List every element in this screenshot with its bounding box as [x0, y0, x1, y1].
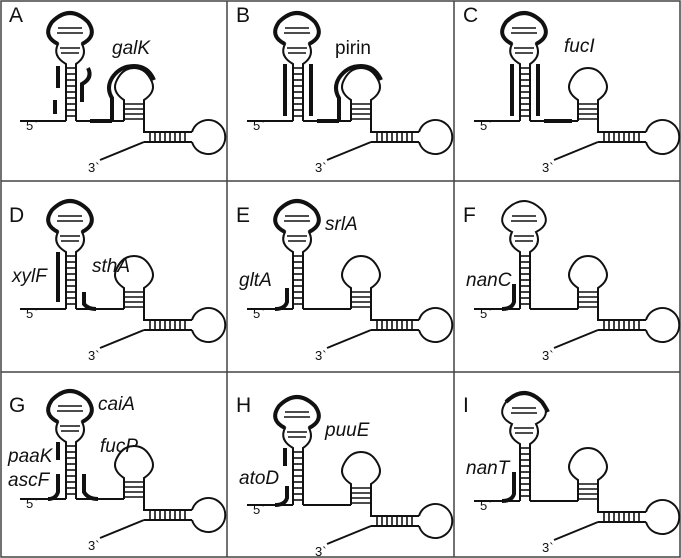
panel-g: G caiA fucP paaK ascF 5` 3`	[7, 389, 227, 553]
five-prime-label: 5`	[480, 306, 492, 321]
gene-label-galk: galK	[112, 38, 151, 59]
three-prime-label: 3`	[542, 160, 554, 175]
three-prime-label: 3`	[88, 538, 100, 553]
panel-f: F nanC 5` 3`	[463, 200, 681, 363]
gene-label-pirin: pirin	[335, 38, 371, 59]
gene-label-fucp: fucP	[100, 436, 138, 457]
gene-label-atod: atoD	[239, 468, 279, 489]
gene-label-fuci: fucI	[564, 36, 595, 57]
five-prime-label: 5`	[26, 306, 38, 321]
panel-letter: D	[9, 204, 24, 227]
panel-letter: C	[463, 4, 478, 27]
panel-letter: I	[463, 394, 469, 417]
gene-label-paak: paaK	[7, 446, 54, 467]
panel-letter: H	[236, 394, 251, 417]
panel-a: A galK 5` 3`	[9, 4, 227, 175]
three-prime-label: 3`	[542, 540, 554, 555]
three-prime-label: 3`	[542, 348, 554, 363]
panel-d: D xylF sthA 5` 3`	[9, 199, 227, 363]
three-prime-label: 3`	[315, 348, 327, 363]
five-prime-label: 5`	[26, 496, 38, 511]
five-prime-label: 5`	[480, 498, 492, 513]
gene-label-puue: puuE	[324, 420, 370, 441]
three-prime-label: 3`	[315, 160, 327, 175]
gene-label-xylf: xylF	[11, 266, 48, 287]
three-prime-label: 3`	[315, 544, 327, 558]
five-prime-label: 5`	[253, 502, 265, 517]
panel-letter: F	[463, 204, 476, 227]
panel-letter: E	[236, 204, 250, 227]
panel-h: H puuE atoD 5` 3`	[236, 394, 454, 558]
gene-label-nanc: nanC	[466, 270, 512, 291]
panel-letter: A	[9, 4, 23, 27]
gene-label-ascf: ascF	[8, 470, 51, 491]
five-prime-label: 5`	[253, 306, 265, 321]
panel-letter: G	[9, 394, 25, 417]
panel-e: E srlA gltA 5` 3`	[236, 199, 454, 363]
panel-i: I nanT 5` 3`	[463, 391, 681, 555]
three-prime-label: 3`	[88, 348, 100, 363]
three-prime-label: 3`	[88, 160, 100, 175]
five-prime-label: 5`	[480, 118, 492, 133]
gene-label-nant: nanT	[466, 458, 511, 479]
five-prime-label: 5`	[253, 118, 265, 133]
gene-label-glta: gltA	[239, 270, 272, 291]
panel-letter: B	[236, 4, 250, 27]
gene-label-caia: caiA	[98, 394, 135, 415]
five-prime-label: 5`	[26, 118, 38, 133]
gene-label-stha: sthA	[92, 256, 130, 277]
panel-c: C fucI 5` 3`	[463, 4, 681, 175]
gene-label-srla: srlA	[325, 214, 358, 235]
panel-b: B pirin 5` 3`	[236, 4, 454, 175]
